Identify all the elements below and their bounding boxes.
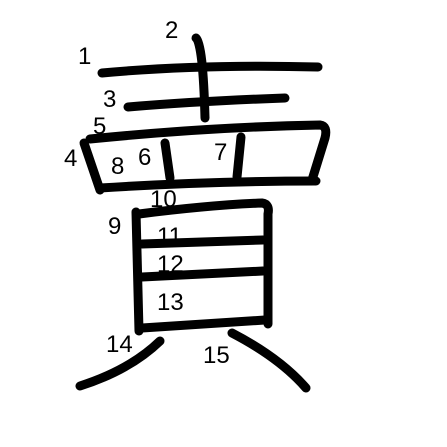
stroke-path-5 — [85, 120, 331, 185]
stroke-number-14: 14 — [106, 331, 133, 358]
stroke-path-15 — [227, 328, 311, 393]
stroke-path-9 — [131, 207, 144, 336]
stroke-path-12 — [137, 266, 268, 282]
stroke-number-8: 8 — [111, 153, 124, 180]
stroke-number-12: 12 — [157, 251, 184, 278]
stroke-number-10: 10 — [150, 186, 177, 213]
stroke-number-5: 5 — [93, 113, 106, 140]
stroke-path-7 — [232, 132, 246, 182]
stroke-number-7: 7 — [214, 139, 227, 166]
stroke-path-3 — [123, 93, 290, 112]
stroke-number-4: 4 — [64, 145, 77, 172]
stroke-path-8 — [95, 176, 321, 193]
stroke-number-13: 13 — [157, 289, 184, 316]
stroke-path-10 — [134, 198, 273, 329]
stroke-number-1: 1 — [78, 43, 91, 70]
stroke-path-14 — [75, 336, 165, 391]
stroke-path-6 — [160, 138, 175, 183]
stroke-number-15: 15 — [203, 342, 230, 369]
stroke-path-4 — [79, 138, 105, 195]
stroke-number-11: 11 — [157, 223, 182, 250]
stroke-path-1 — [97, 61, 323, 78]
stroke-number-6: 6 — [138, 144, 151, 171]
stroke-path-11 — [137, 235, 268, 249]
stroke-path-13 — [137, 315, 270, 333]
stroke-number-2: 2 — [165, 17, 178, 44]
stroke-number-3: 3 — [103, 86, 116, 113]
stroke-number-9: 9 — [108, 213, 121, 240]
